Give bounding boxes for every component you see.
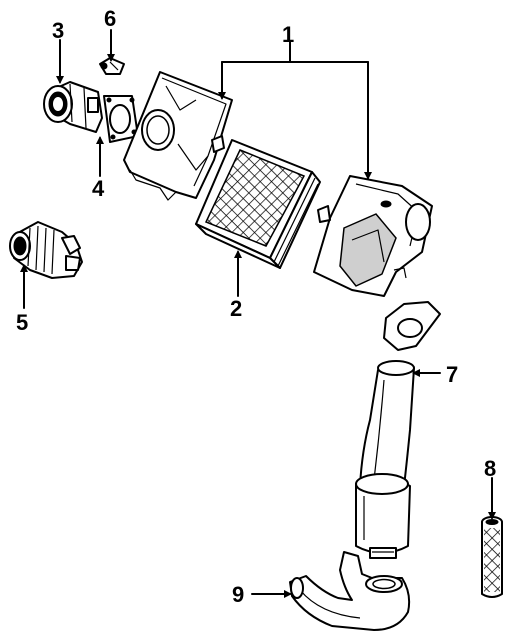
- callout-1: 1: [282, 22, 294, 47]
- crankcase-filter-part: [481, 516, 503, 598]
- maf-sensor-part: [43, 81, 103, 133]
- callout-4: 4: [92, 176, 105, 201]
- air-filter-part: [195, 139, 321, 269]
- callout-5: 5: [16, 310, 28, 335]
- air-cleaner-upper-housing: [313, 175, 433, 297]
- callout-6: 6: [104, 6, 116, 31]
- air-cleaner-lower-housing: [123, 71, 233, 201]
- callout-7: 7: [446, 362, 458, 387]
- callout-9: 9: [232, 582, 244, 607]
- callout-2: 2: [230, 296, 242, 321]
- callout-3: 3: [52, 18, 64, 43]
- gasket-part: [103, 95, 139, 143]
- intake-duct-part: [9, 221, 83, 279]
- leader-lines: [20, 29, 496, 598]
- duct-seal-part: [383, 301, 441, 351]
- elbow-hose-part: [289, 551, 411, 631]
- callout-8: 8: [484, 456, 496, 481]
- outlet-tube-part: [355, 360, 415, 559]
- clamp-part: [99, 57, 125, 75]
